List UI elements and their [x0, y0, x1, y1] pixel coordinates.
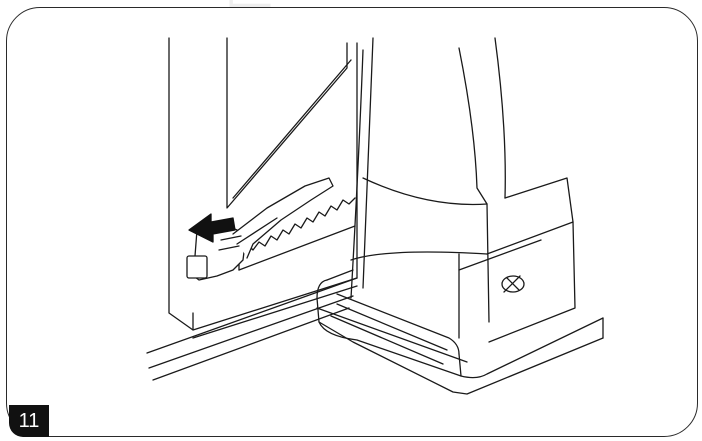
- motor-body: [350, 37, 576, 343]
- direction-arrow-icon: [188, 213, 236, 243]
- figure-frame: [6, 7, 698, 437]
- key-lock-icon: [501, 275, 525, 293]
- ground-rails: [146, 277, 358, 381]
- figure-number-badge: 11: [9, 405, 49, 437]
- figure-number: 11: [18, 410, 40, 432]
- release-lever-icon: [186, 177, 334, 281]
- gate-panel: [168, 37, 358, 331]
- technical-drawing: [146, 37, 604, 395]
- base-plate: [316, 269, 604, 395]
